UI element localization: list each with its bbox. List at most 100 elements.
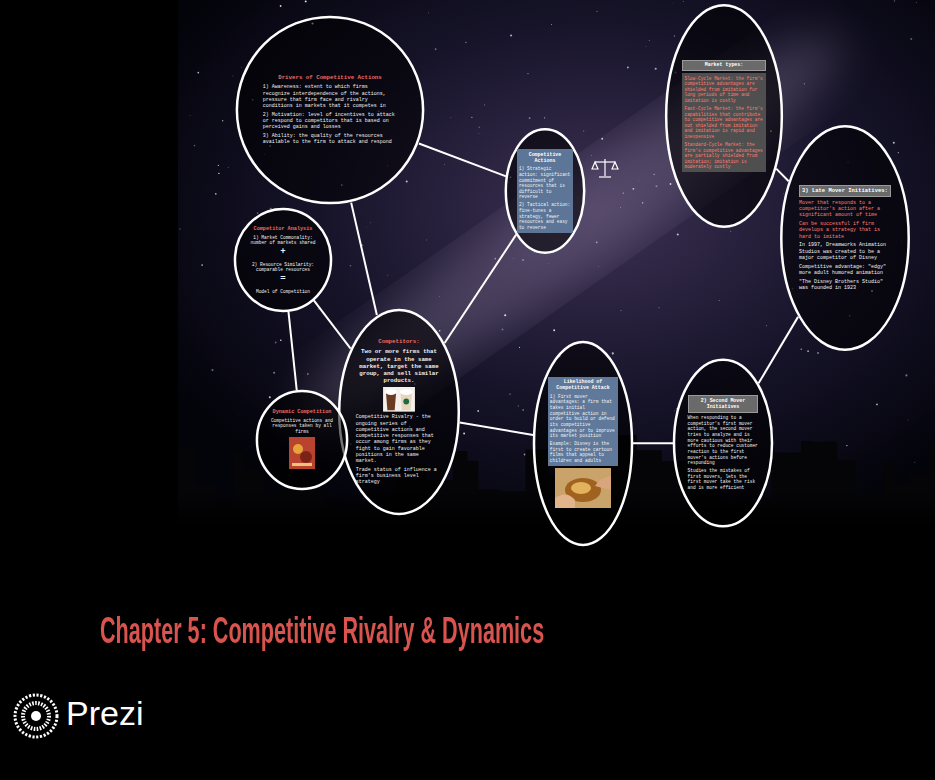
- connector: [351, 203, 377, 315]
- star: [257, 212, 259, 214]
- ellipse-outline-shape: [235, 209, 331, 311]
- node-text: Mover that responds to a competitor's ac…: [799, 200, 891, 219]
- star: [527, 73, 528, 74]
- star: [512, 257, 514, 259]
- star: [529, 117, 531, 119]
- star: [583, 131, 584, 132]
- ellipse-outline-shape: [237, 17, 423, 203]
- node-text: 1) Awareness: extent to which firms reco…: [263, 84, 398, 109]
- star: [201, 264, 203, 266]
- ellipse-outline-shape: [534, 342, 632, 545]
- star: [910, 38, 912, 40]
- connector: [759, 317, 799, 383]
- star: [632, 188, 634, 190]
- star: [846, 445, 847, 446]
- star: [907, 419, 909, 421]
- node-text: Example: Disney is the first to create c…: [550, 441, 616, 464]
- connector-line: [633, 442, 673, 444]
- node-text: Fast-Cycle Market: the firm's capabiliti…: [684, 106, 763, 140]
- node-heading: Dynamic Competition: [269, 409, 334, 415]
- node-content: Drivers of Competitive Actions 1) Awarene…: [263, 43, 398, 178]
- star: [914, 462, 915, 463]
- ellipse-node: 2) Second Mover InitiativesWhen respondi…: [673, 358, 773, 528]
- star: [471, 117, 472, 118]
- node-text: 3) Ability: the quality of the resources…: [263, 133, 398, 146]
- node-text: Can be successful if firm develops a str…: [799, 221, 891, 240]
- star: [484, 104, 485, 105]
- connector-line: [460, 422, 533, 435]
- star: [596, 241, 598, 243]
- brand-label: Prezi: [66, 694, 143, 733]
- node-content: 3) Late Mover Initiatives:Mover that res…: [799, 157, 891, 318]
- star: [719, 300, 720, 301]
- star: [800, 349, 801, 350]
- star: [658, 307, 660, 309]
- connector: [776, 169, 788, 182]
- star: [502, 328, 504, 330]
- connector-line: [288, 312, 296, 391]
- star: [656, 185, 658, 187]
- node-text: Studies the mistakes of first movers, le…: [688, 468, 759, 491]
- star: [677, 233, 679, 235]
- star: [596, 11, 597, 12]
- slide-title: Chapter 5: Competitive Rivalry & Dynamic…: [100, 610, 544, 652]
- coffee-cups-image: [377, 387, 421, 412]
- star: [524, 453, 526, 455]
- text-panel: Likelihood of Competitive Attack 1) First…: [548, 377, 619, 466]
- ellipse-node: Competitors:Two or more firms that opera…: [338, 308, 460, 516]
- star: [817, 352, 819, 354]
- star: [876, 404, 878, 406]
- node-text: Competitive advantage: "edgy" more adult…: [799, 264, 891, 277]
- star: [518, 405, 519, 406]
- star: [307, 373, 309, 375]
- star: [428, 12, 430, 14]
- star: [179, 228, 180, 229]
- node-heading: Competitive Actions: [519, 152, 571, 164]
- connector-line: [314, 300, 351, 348]
- star: [305, 0, 307, 2]
- connector-line: [419, 143, 506, 176]
- star: [620, 206, 622, 208]
- star: [463, 433, 465, 435]
- star: [370, 222, 372, 224]
- star: [227, 166, 229, 168]
- ellipse-node: Dynamic CompetitionCompetitive actions a…: [256, 390, 348, 490]
- ellipse-outline-shape: [257, 391, 347, 489]
- star: [218, 165, 219, 166]
- node-heading: Competitor Analysis: [248, 226, 317, 232]
- connector-line: [351, 203, 377, 315]
- star: [194, 145, 196, 147]
- star: [510, 34, 512, 36]
- star: [544, 117, 545, 118]
- star: [269, 396, 271, 398]
- star: [893, 142, 895, 144]
- text-panel: Competitive Actions1) Strategic action: …: [517, 149, 574, 232]
- scale-icon: [590, 156, 620, 180]
- star: [478, 133, 480, 135]
- ellipse-outline-shape: [339, 310, 459, 514]
- operator-symbol: +: [248, 248, 317, 257]
- node-text: Two or more firms that operate in the sa…: [356, 348, 442, 384]
- star: [215, 193, 217, 195]
- node-text: 1) First mover advantages: a firm that t…: [550, 394, 616, 439]
- connector: [460, 422, 533, 435]
- star: [649, 40, 650, 41]
- ellipse-outline-shape: [781, 126, 908, 349]
- star: [674, 410, 676, 412]
- star: [804, 83, 805, 84]
- sky-gradient: [178, 0, 935, 525]
- node-heading: Drivers of Competitive Actions: [263, 74, 398, 81]
- star: [465, 42, 466, 43]
- node-text: When responding to a competitor's first …: [688, 415, 759, 466]
- ellipse-node: 3) Late Mover Initiatives:Mover that res…: [780, 124, 910, 352]
- star: [306, 17, 308, 19]
- star: [280, 5, 282, 7]
- star: [479, 127, 481, 129]
- node-heading: Likelihood of Competitive Attack: [550, 379, 616, 391]
- node-content: Market types:Slow-Cycle Market: the firm…: [682, 36, 766, 196]
- star: [350, 265, 352, 267]
- pastry-image: [555, 468, 611, 508]
- star: [674, 35, 675, 36]
- star: [197, 72, 199, 74]
